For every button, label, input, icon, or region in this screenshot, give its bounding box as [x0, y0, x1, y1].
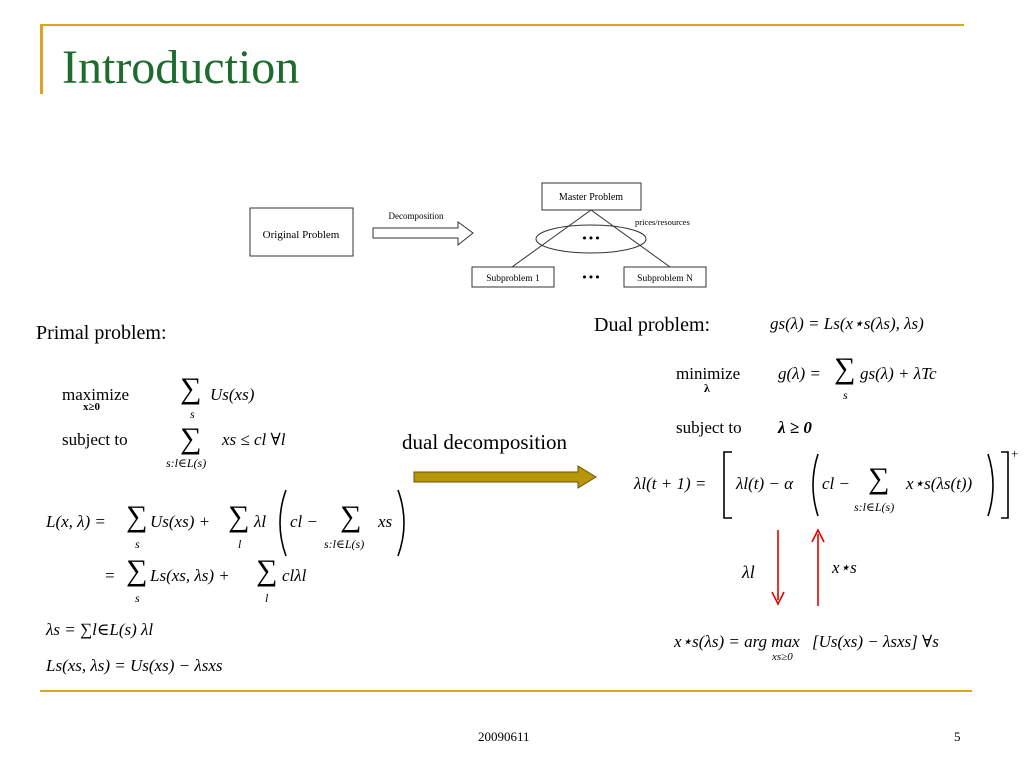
- lagrangian-term3: clλl: [282, 566, 307, 585]
- lagrangian-sum-s-sub: s: [135, 537, 140, 551]
- dual-problem-colon: :: [704, 314, 711, 336]
- lagrangian-sum-l-sub: l: [238, 537, 242, 551]
- decomposition-diagram: Original Problem Decomposition Master Pr…: [249, 182, 707, 288]
- lagrangian-eq2: =: [104, 566, 116, 585]
- update-sum: ∑: [868, 462, 890, 495]
- lagrangian-inner-sum-sub: s:l∈L(s): [324, 537, 365, 551]
- lagrangian-paren-right: [397, 489, 405, 557]
- update-lhs: λl(t + 1) =: [634, 474, 707, 493]
- dual-problem-label: Dual problem:: [594, 314, 710, 337]
- argmax-lhs: x⋆s(λs) = arg max: [674, 632, 800, 651]
- primal-problem-label: Primal problem:: [36, 322, 167, 344]
- gs-definition: gs(λ) = Ls(x⋆s(λs), λs): [770, 314, 924, 333]
- ls-definition: Ls(xs, λs) = Us(xs) − λsxs: [46, 656, 223, 675]
- update-bracket-left: [723, 451, 732, 519]
- primal-sum: ∑: [180, 372, 202, 405]
- decomposition-label: Decomposition: [389, 211, 444, 221]
- lagrangian2-sum-l-sub: l: [265, 591, 269, 605]
- branch-left: [511, 209, 592, 268]
- update-plus: +: [1011, 446, 1019, 461]
- primal-sum-sub: s: [190, 407, 195, 421]
- title-accent-horizontal: [40, 24, 964, 26]
- maximize-subscript: x≥0: [83, 401, 101, 413]
- update-paren-right: [987, 453, 994, 517]
- lagrangian2-sum-l: ∑: [256, 554, 278, 587]
- subject-to-label: subject to: [62, 430, 128, 449]
- lambda-l-label: λl: [742, 562, 755, 582]
- lagrangian2-sum-s: ∑: [126, 554, 148, 587]
- lagrangian-inner: cl −: [290, 512, 318, 531]
- minimize-subscript: λ: [704, 381, 710, 395]
- footer-rule: [40, 690, 972, 692]
- up-arrow-head: [811, 528, 825, 543]
- lagrangian-sum-s: ∑: [126, 500, 148, 533]
- subproblem-dots: •••: [581, 271, 600, 284]
- dual-decomposition-arrow: [413, 465, 597, 489]
- update-bracket-right: [1001, 451, 1009, 519]
- dual-constraint: λ ≥ 0: [778, 418, 812, 437]
- minimize-label: minimize: [676, 364, 741, 383]
- original-problem-box: [249, 207, 354, 257]
- lagrangian-term2: Ls(xs, λs) +: [150, 566, 230, 585]
- constraint-sum-sub: s:l∈L(s): [166, 456, 207, 470]
- page-number: 5: [954, 729, 961, 744]
- dual-subject-to-label: subject to: [676, 418, 742, 437]
- dual-objective-sum-sub: s: [843, 388, 848, 402]
- dual-problem-text: Dual problem: [594, 314, 705, 336]
- dual-objective-sum: ∑: [834, 352, 856, 385]
- lagrangian-xs: xs: [378, 512, 393, 531]
- subproblem-n-label: Subproblem N: [637, 274, 693, 284]
- lagrangian-sum-l: ∑: [228, 500, 250, 533]
- center-dots: •••: [581, 232, 600, 245]
- update-paren-left: [812, 453, 819, 517]
- lambda-s-definition: λs = ∑l∈L(s) λl: [46, 620, 154, 639]
- dual-objective-lhs: g(λ) =: [778, 364, 821, 383]
- primal-constraint: xs ≤ cl ∀l: [222, 430, 286, 449]
- title-accent-vertical: [40, 24, 43, 94]
- update-inner3: x⋆s(λs(t)): [906, 474, 973, 493]
- constraint-sum: ∑: [180, 422, 202, 455]
- x-star-s-label: x⋆s: [832, 558, 857, 577]
- lagrangian-lambda: λl: [254, 512, 267, 531]
- update-inner1: λl(t) − α: [736, 474, 794, 493]
- primal-objective: Us(xs): [210, 385, 255, 404]
- lagrangian2-sum-s-sub: s: [135, 591, 140, 605]
- dual-objective-rhs: gs(λ) + λTc: [860, 364, 937, 383]
- dual-decomposition-label: dual decomposition: [402, 430, 568, 454]
- argmax-rhs: [Us(xs) − λsxs] ∀s: [812, 632, 939, 651]
- lagrangian-paren-left: [279, 489, 287, 557]
- decomposition-arrow: [372, 221, 474, 247]
- prices-resources-label: prices/resources: [635, 217, 690, 227]
- original-problem-label: Original Problem: [263, 229, 340, 241]
- master-problem-box: [541, 182, 642, 211]
- lagrangian-lhs: L(x, λ) =: [46, 512, 106, 531]
- price-signal-arrows: [771, 528, 825, 606]
- maximize-label: maximize: [62, 385, 130, 404]
- slide-title: Introduction: [62, 41, 300, 94]
- subproblem-1-box: [471, 266, 555, 288]
- update-sum-sub: s:l∈L(s): [854, 500, 895, 514]
- lagrangian-inner-sum: ∑: [340, 500, 362, 533]
- master-problem-label: Master Problem: [559, 192, 623, 203]
- argmax-subscript: xs≥0: [772, 651, 793, 663]
- lagrangian-term1: Us(xs) +: [150, 512, 211, 531]
- subproblem-n-box: [623, 266, 707, 288]
- update-inner2: cl −: [822, 474, 850, 493]
- prices-ellipse: [535, 224, 647, 254]
- branch-right: [590, 209, 671, 268]
- footer-date: 20090611: [478, 729, 530, 744]
- subproblem-1-label: Subproblem 1: [486, 274, 540, 284]
- down-arrow-head: [771, 591, 785, 606]
